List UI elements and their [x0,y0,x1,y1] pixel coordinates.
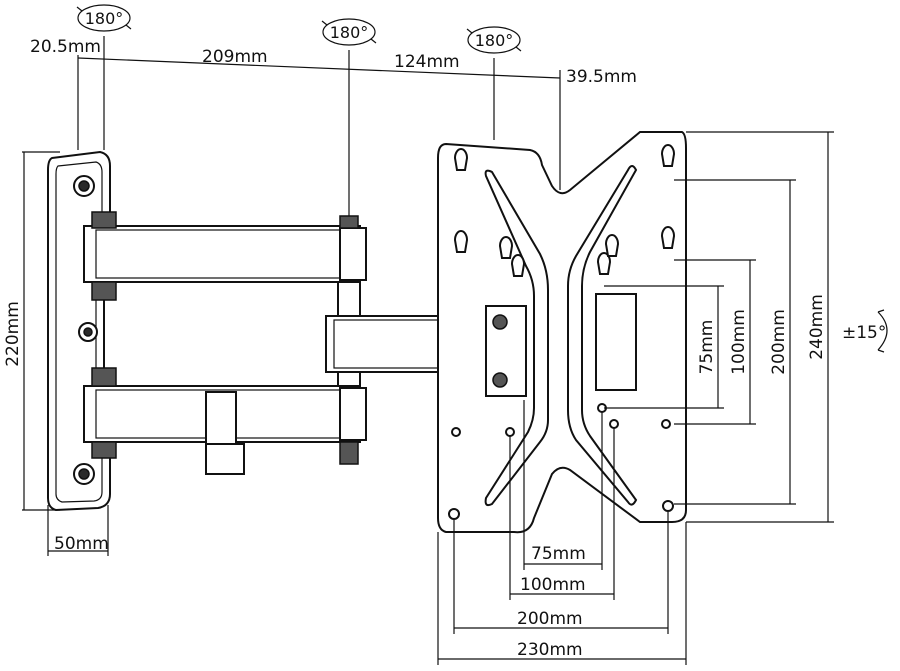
tilt-indicator [877,309,888,353]
lower-arm [83,367,367,475]
dim-wall-plate-width: 50mm [54,534,109,554]
rotation-badge-middle: 180° [321,18,377,46]
dim-wall-plate-height: 220mm [3,301,23,367]
top-dimension-lines [77,36,561,220]
dim-vesa-v-240: 240mm [807,294,827,360]
rotation-label-right: 180° [475,31,514,50]
dim-arm-second: 124mm [394,52,460,72]
wall-plate-dimension-lines [22,151,109,556]
vesa-plate [437,131,687,534]
dim-arm-offset-right: 39.5mm [566,67,637,87]
dim-vesa-h-75: 75mm [531,544,586,564]
dim-arm-offset-top: 20.5mm [30,37,101,57]
dim-vesa-h-100: 100mm [520,575,586,595]
dim-vesa-v-100: 100mm [729,309,749,375]
rotation-badge-right: 180° [466,26,522,54]
rotation-badge-left: 180° [76,4,132,32]
dim-arm-first: 209mm [202,47,268,67]
dim-vesa-v-200: 200mm [769,309,789,375]
vesa-horizontal-dimension-lines [437,400,687,665]
rotation-label-middle: 180° [330,23,369,42]
dim-tilt: ±15° [842,323,886,343]
rotation-label-left: 180° [85,9,124,28]
upper-arm [83,211,367,301]
dim-vesa-h-230: 230mm [517,640,583,660]
dim-vesa-v-75: 75mm [697,320,717,375]
dim-vesa-h-200: 200mm [517,609,583,629]
vesa-vertical-dimension-lines [604,131,834,523]
